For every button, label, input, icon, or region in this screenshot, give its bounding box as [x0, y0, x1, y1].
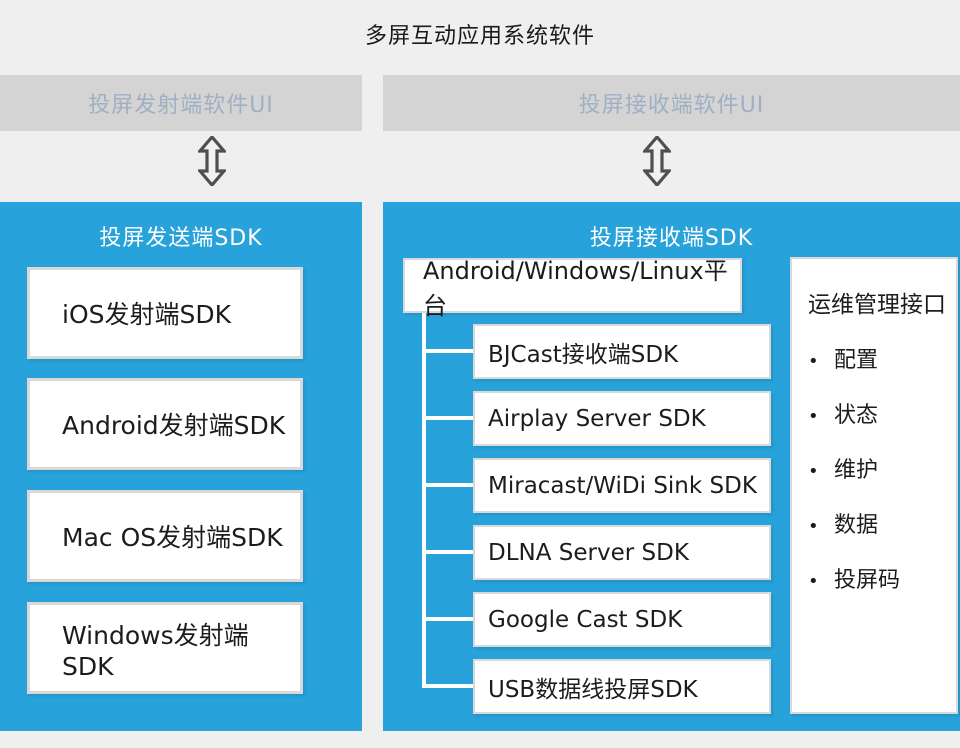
receiver-sdk-node-usb: USB数据线投屏SDK [473, 659, 771, 714]
sender-sdk-node-ios: iOS发射端SDK [27, 267, 303, 359]
ops-item-config: • 配置 [808, 342, 948, 374]
sender-sdk-panel: 投屏发送端SDK iOS发射端SDK Android发射端SDK Mac OS发… [0, 202, 362, 731]
receiver-sdk-node-airplay: Airplay Server SDK [473, 391, 771, 446]
node-label: Android/Windows/Linux平台 [423, 256, 728, 320]
node-label: iOS发射端SDK [62, 300, 232, 329]
node-label: Airplay Server SDK [488, 405, 706, 432]
node-label: DLNA Server SDK [488, 539, 689, 566]
bullet-icon: • [808, 516, 819, 537]
node-label: Android发射端SDK [62, 411, 286, 440]
receiver-sdk-node-googlecast: Google Cast SDK [473, 592, 771, 647]
sender-sdk-node-android: Android发射端SDK [27, 378, 303, 470]
ops-item-label: 状态 [834, 403, 879, 428]
sender-sdk-node-windows: Windows发射端SDK [27, 602, 303, 694]
sender-sdk-node-macos: Mac OS发射端SDK [27, 490, 303, 582]
ops-item-castcode: • 投屏码 [808, 562, 948, 594]
ops-item-status: • 状态 [808, 397, 948, 429]
ops-item-label: 配置 [834, 348, 879, 373]
tree-connector [422, 617, 473, 621]
ops-item-data: • 数据 [808, 507, 948, 539]
node-label: BJCast接收端SDK [488, 341, 679, 368]
node-label: Miracast/WiDi Sink SDK [488, 472, 757, 499]
tree-connector [422, 349, 473, 353]
bullet-icon: • [808, 406, 819, 427]
node-label: USB数据线投屏SDK [488, 676, 698, 703]
node-label: Google Cast SDK [488, 606, 683, 633]
tree-connector [422, 416, 473, 420]
bullet-icon: • [808, 351, 819, 372]
tree-connector [422, 684, 473, 688]
node-label: Windows发射端SDK [62, 620, 249, 681]
sender-sdk-title: 投屏发送端SDK [99, 226, 263, 251]
tree-connector [422, 483, 473, 487]
receiver-sdk-node-dlna: DLNA Server SDK [473, 525, 771, 580]
receiver-ui-bar: 投屏接收端软件UI [383, 75, 960, 131]
ops-management-panel: 运维管理接口 • 配置 • 状态 • 维护 • 数据 • 投屏码 [790, 257, 958, 714]
receiver-ui-bar-label: 投屏接收端软件UI [578, 93, 765, 118]
ops-panel-title: 运维管理接口 [808, 292, 946, 318]
node-label: Mac OS发射端SDK [62, 523, 283, 552]
platform-node: Android/Windows/Linux平台 [403, 257, 742, 320]
page-title: 多屏互动应用系统软件 [364, 24, 595, 49]
ops-item-label: 数据 [834, 513, 879, 538]
receiver-sdk-node-miracast: Miracast/WiDi Sink SDK [473, 458, 771, 513]
receiver-sdk-node-bjcast: BJCast接收端SDK [473, 324, 771, 379]
bullet-icon: • [808, 571, 819, 592]
sender-ui-bar: 投屏发射端软件UI [0, 75, 362, 131]
tree-connector [422, 550, 473, 554]
double-arrow-icon [643, 136, 671, 186]
tree-connector-vertical [422, 313, 426, 688]
receiver-sdk-panel: 投屏接收端SDK Android/Windows/Linux平台 BJCast接… [383, 202, 960, 731]
bullet-icon: • [808, 461, 819, 482]
ops-item-maintenance: • 维护 [808, 452, 948, 484]
double-arrow-icon [198, 136, 226, 186]
ops-item-label: 维护 [834, 458, 879, 483]
receiver-sdk-title: 投屏接收端SDK [589, 226, 754, 251]
sender-ui-bar-label: 投屏发射端软件UI [88, 93, 274, 118]
ops-item-label: 投屏码 [834, 568, 901, 593]
